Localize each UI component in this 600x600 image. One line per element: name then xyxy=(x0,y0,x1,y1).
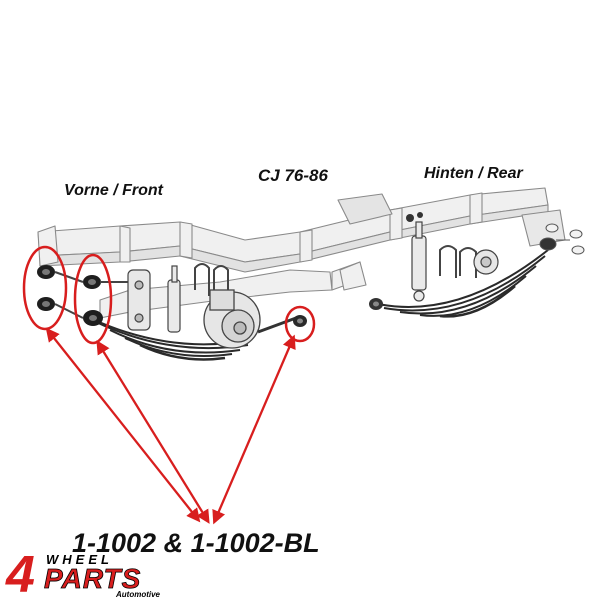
logo-wheel-text: WHEEL xyxy=(46,552,113,567)
rear-shackle-parts xyxy=(539,223,585,255)
front-axle-hub xyxy=(203,289,261,349)
front-spring-eye-links xyxy=(54,271,128,319)
highlight-front-left xyxy=(22,245,68,331)
logo-sub-text: Automotive xyxy=(115,590,161,598)
highlight-tie-rod xyxy=(284,305,316,343)
logo-number: 4 xyxy=(5,548,35,598)
front-shock xyxy=(167,265,181,333)
front-label: Vorne / Front xyxy=(64,182,163,199)
arrow-to-front-left xyxy=(45,327,201,523)
rear-frame-bolts xyxy=(406,212,423,222)
rear-axle-hub xyxy=(473,249,499,275)
rear-leaf-spring xyxy=(377,249,549,318)
model-label: CJ 76-86 xyxy=(258,166,328,185)
front-shackle-bracket xyxy=(127,269,151,331)
rear-spring-eye xyxy=(369,298,383,310)
pointer-arrows xyxy=(45,327,296,525)
arrow-to-front-right xyxy=(96,340,210,524)
front-bushings xyxy=(37,265,307,327)
rear-shock xyxy=(411,221,427,302)
arrow-to-tie-rod xyxy=(212,334,296,525)
part-numbers-caption: 1-1002 & 1-1002-BL xyxy=(72,528,320,558)
rear-label: Hinten / Rear xyxy=(424,165,523,182)
front-tie-rod xyxy=(257,316,297,334)
logo-parts-text: PARTS xyxy=(44,563,141,594)
rear-u-bolts xyxy=(439,245,477,278)
front-u-bolts xyxy=(194,263,229,298)
brand-logo: 4 WHEEL PARTS Automotive xyxy=(5,548,161,598)
